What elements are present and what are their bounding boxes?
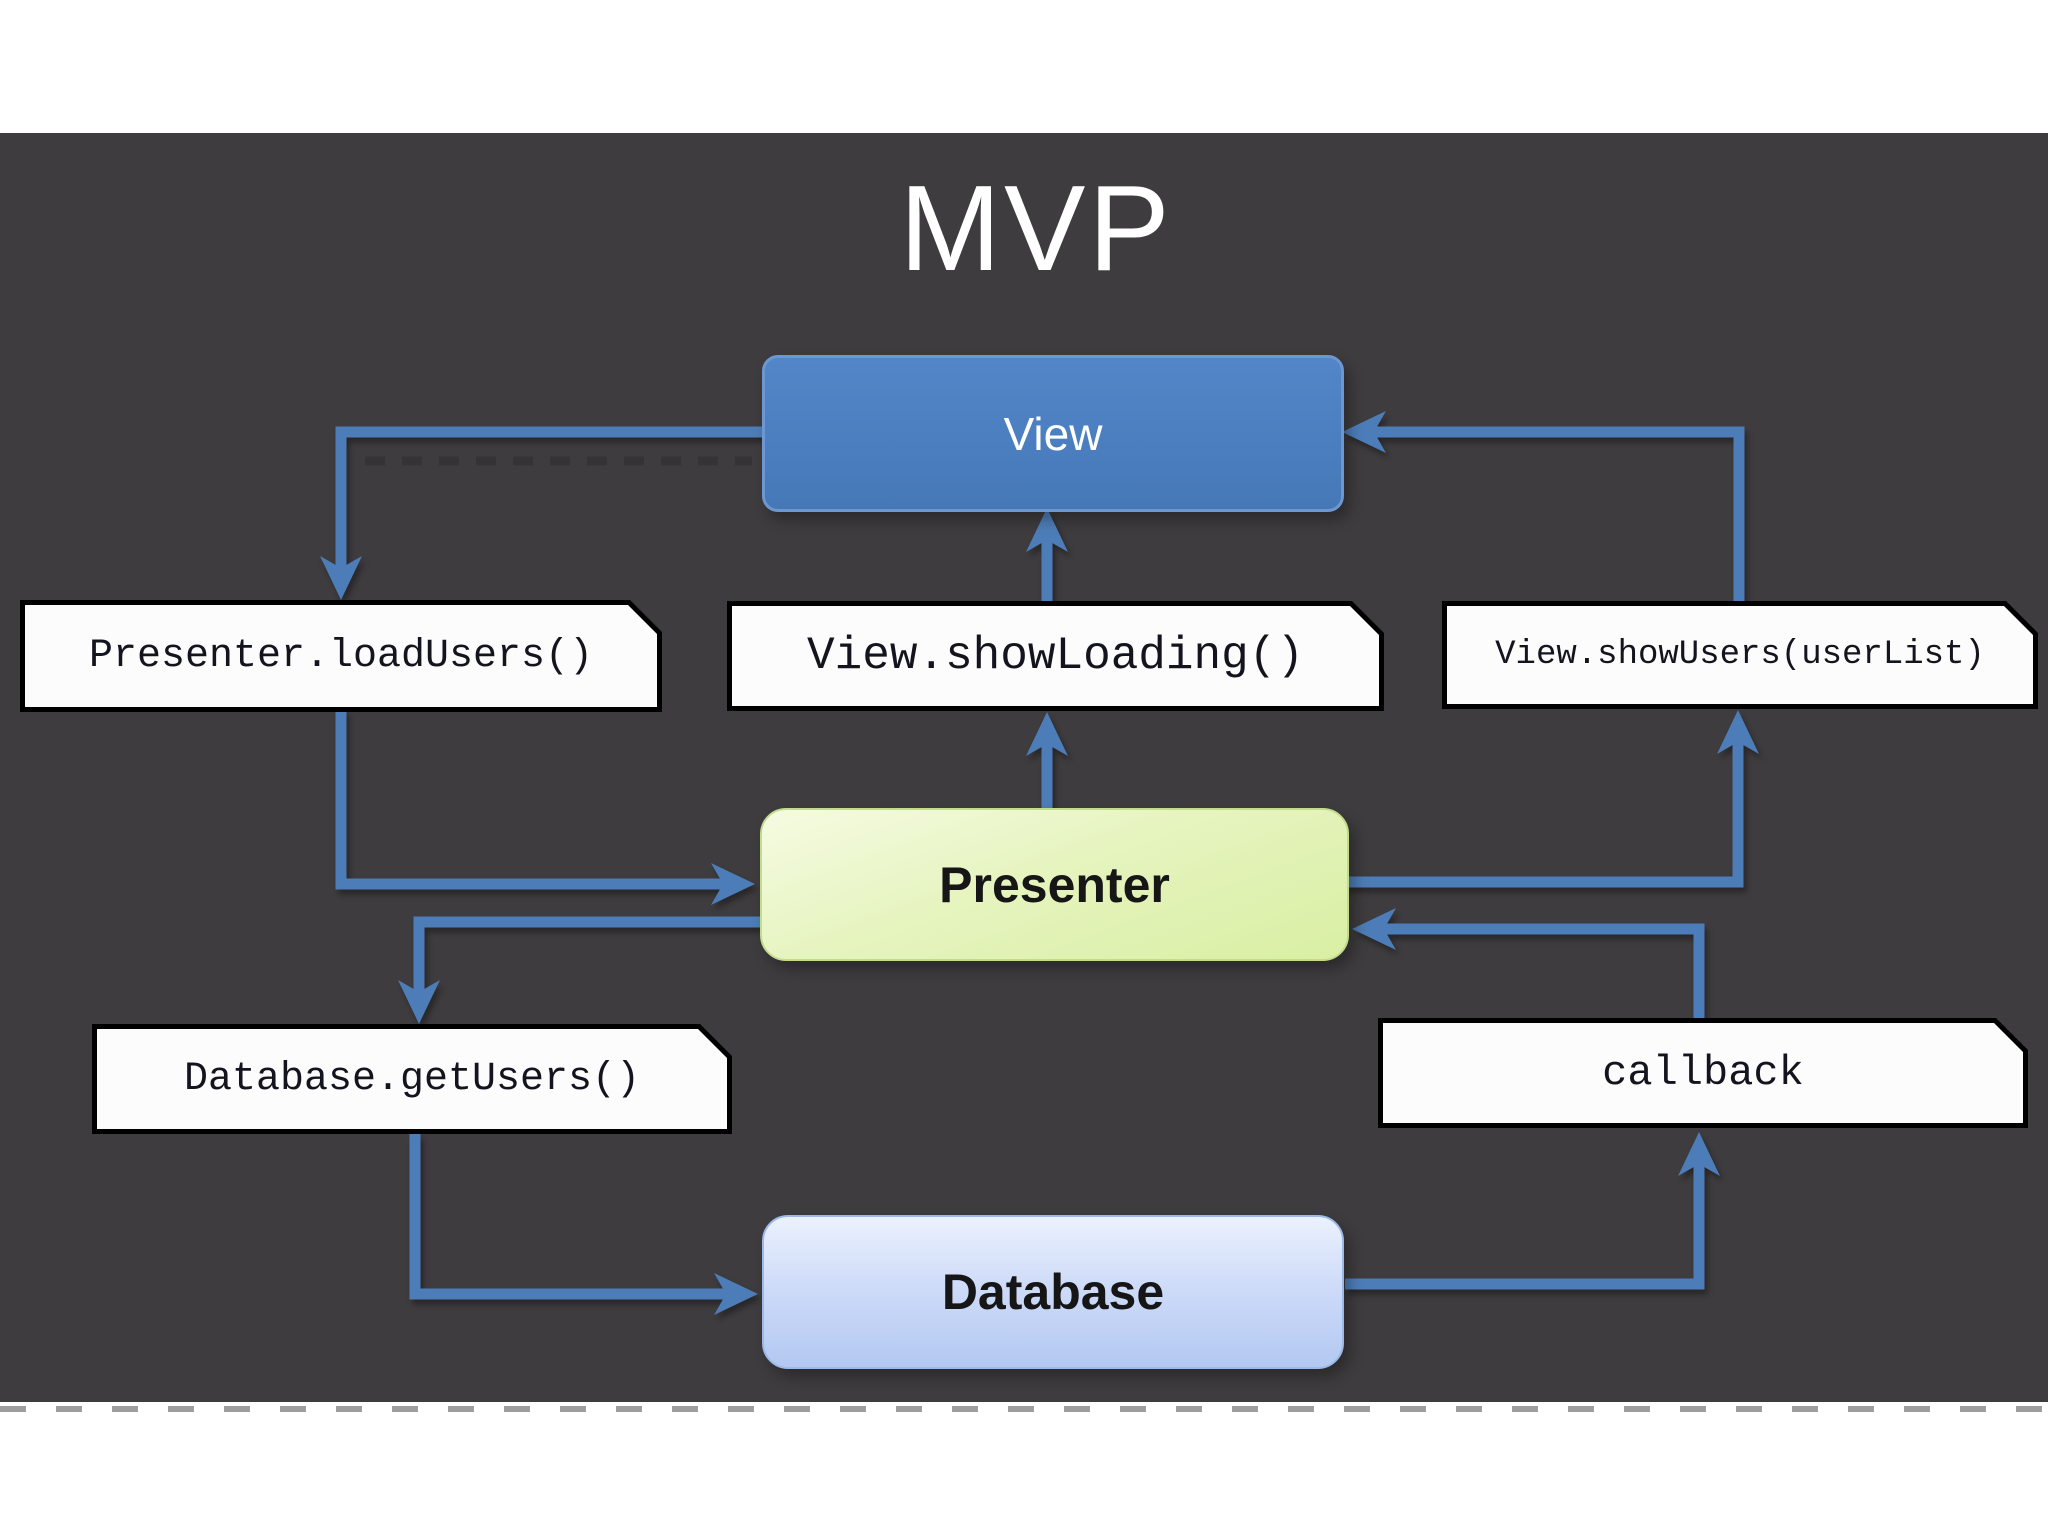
note-view-showusers-label: View.showUsers(userList) [1447,606,2033,704]
diagram-background [0,133,2048,1402]
note-database-getusers-label: Database.getUsers() [97,1029,727,1129]
note-database-getusers: Database.getUsers() [92,1024,732,1134]
node-database-label: Database [941,1264,1165,1320]
note-view-showusers: View.showUsers(userList) [1442,601,2038,709]
note-view-showloading: View.showLoading() [727,601,1384,711]
node-view: View [762,355,1344,512]
node-presenter: Presenter [760,808,1349,961]
note-presenter-loadusers: Presenter.loadUsers() [20,600,662,712]
note-callback: callback [1378,1018,2028,1128]
node-database: Database [762,1215,1344,1369]
node-presenter-label: Presenter [939,856,1170,913]
note-view-showloading-label: View.showLoading() [732,606,1379,706]
note-callback-label: callback [1383,1023,2023,1123]
diagram-title: MVP [899,160,1173,296]
node-view-label: View [1003,407,1103,460]
note-presenter-loadusers-label: Presenter.loadUsers() [25,605,657,707]
